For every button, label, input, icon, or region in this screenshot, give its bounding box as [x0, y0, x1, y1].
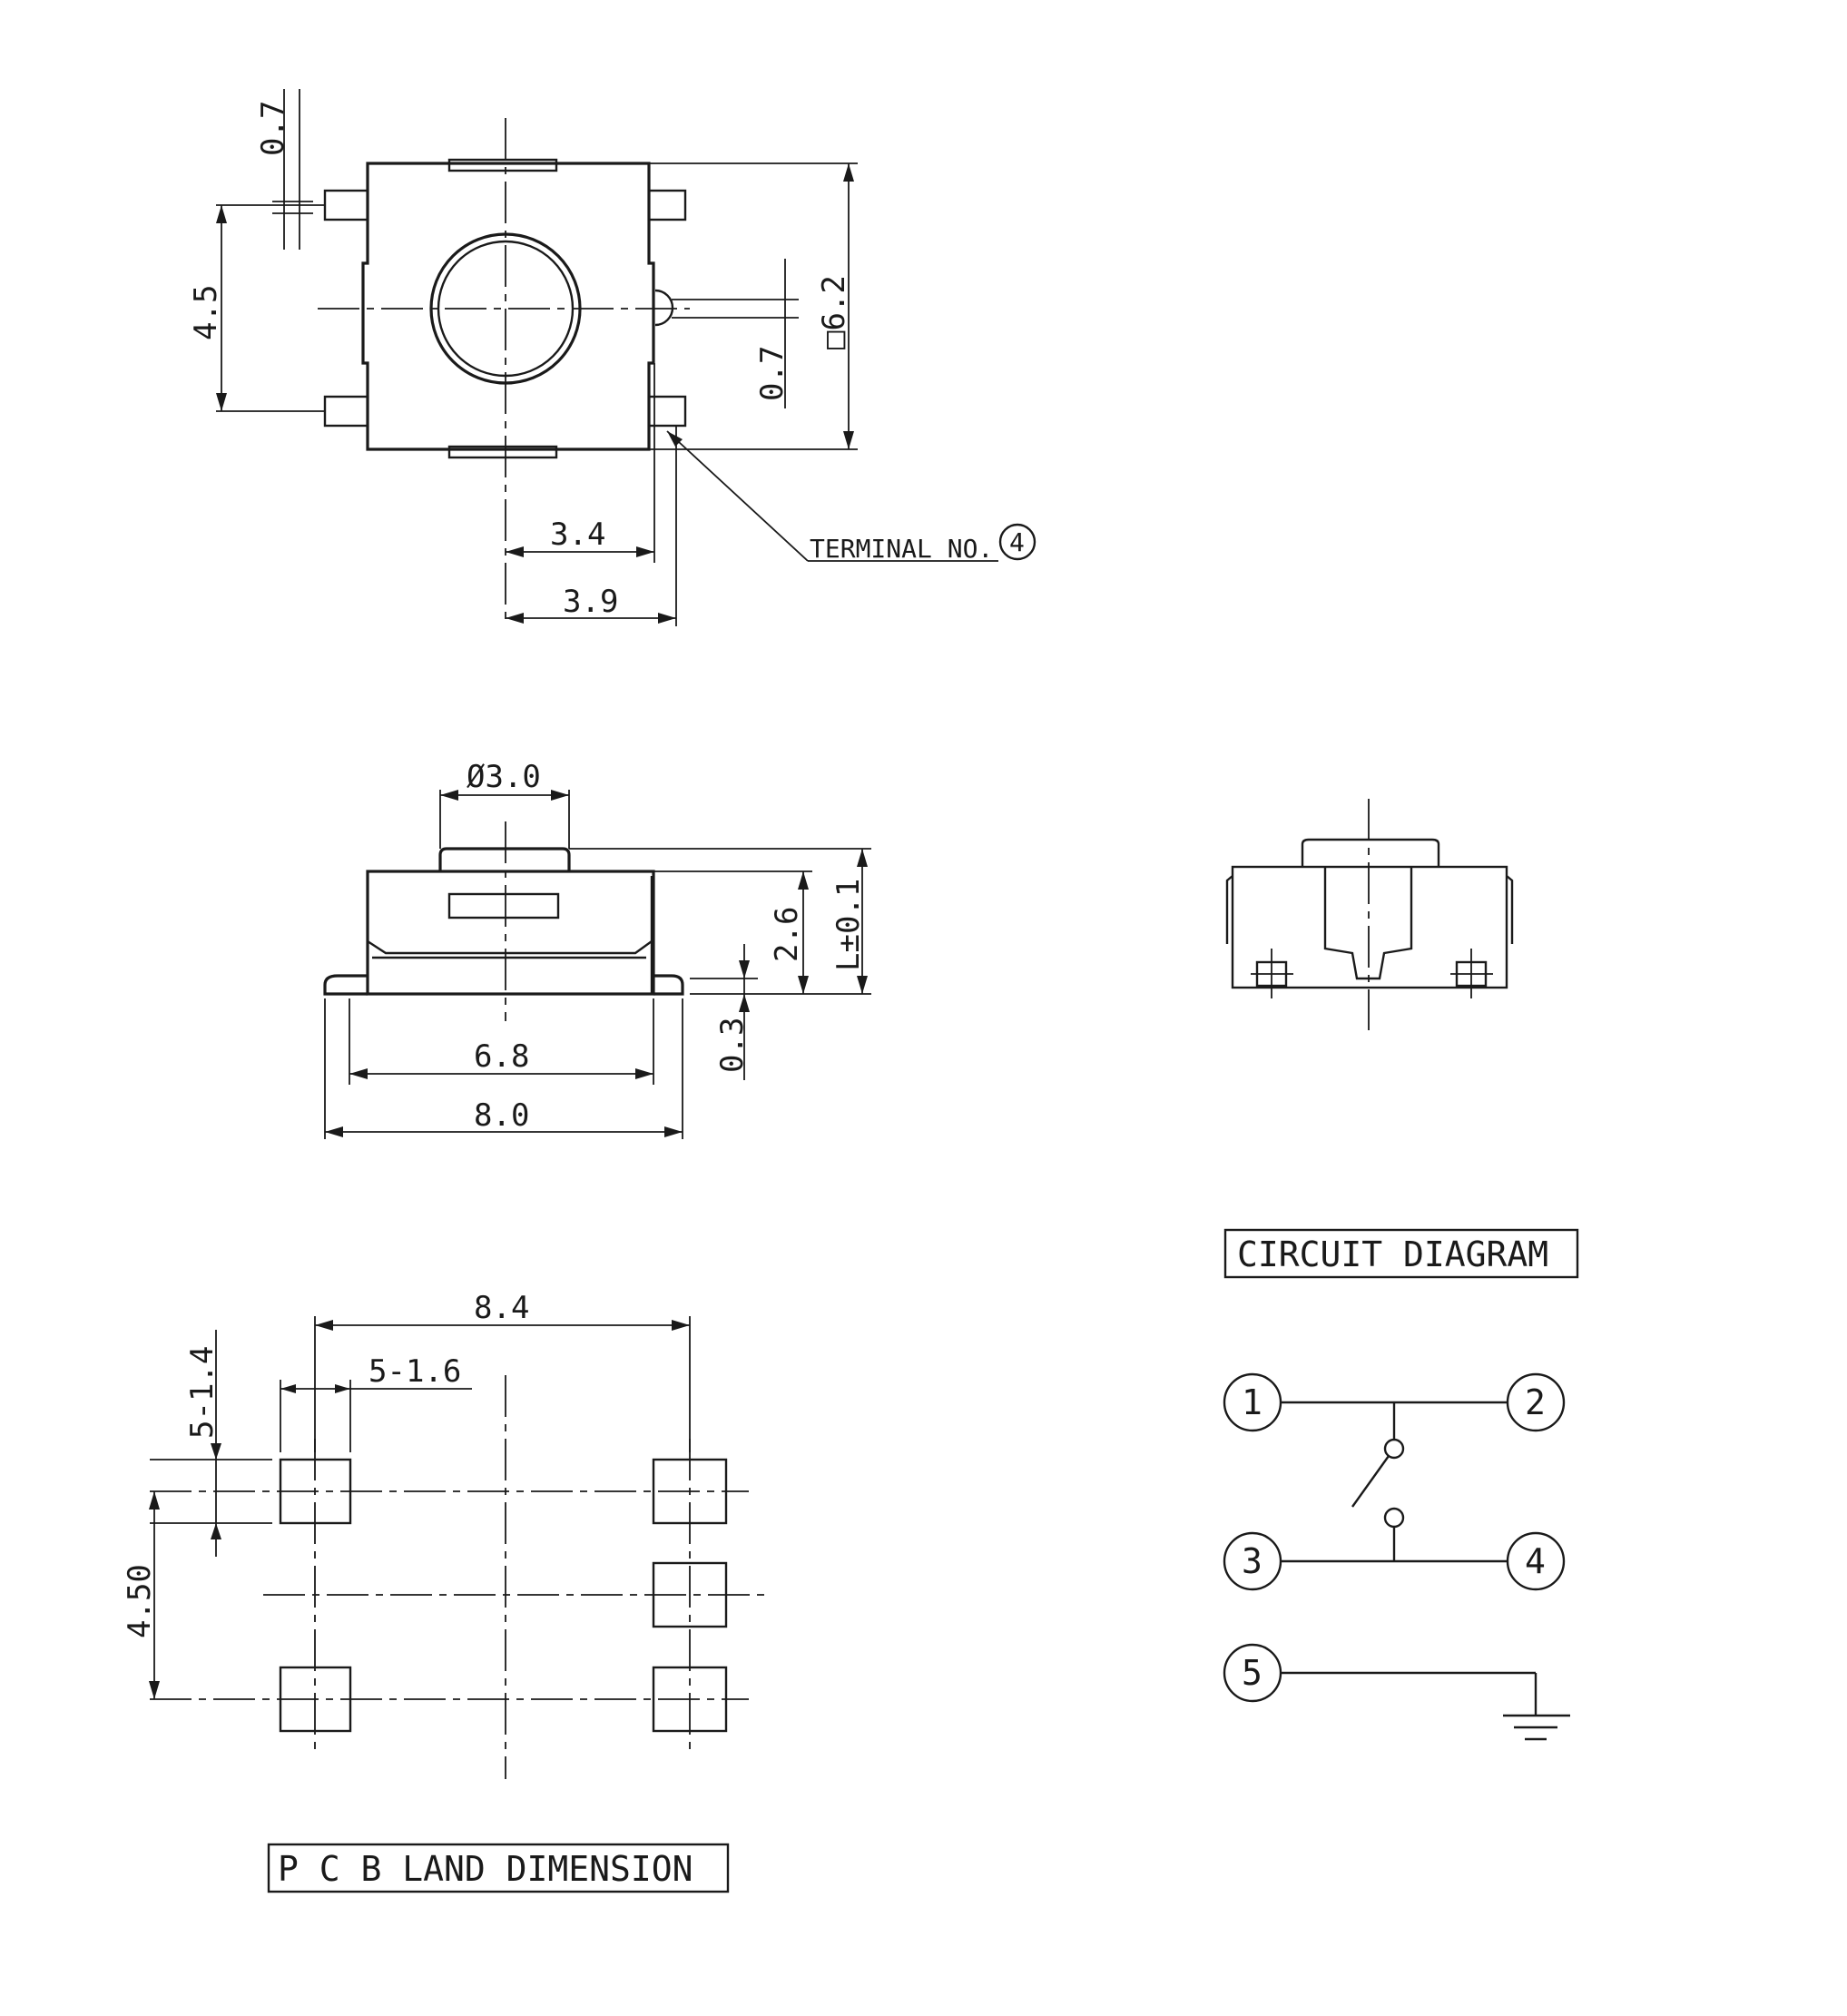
dim-pcb-pad-h-label: 5-1.4: [184, 1346, 221, 1439]
circuit-diagram: CIRCUIT DIAGRAM 1 2 3 4 5: [1223, 1228, 1579, 1741]
dim-top-label: 0.7: [255, 101, 291, 156]
terminal-number-circle: [998, 523, 1036, 561]
terminal-2: [647, 189, 687, 221]
dim-width-8-0: 8.0: [324, 998, 683, 1139]
circuit-title-box: [1223, 1228, 1579, 1279]
section-left-wall: [1225, 875, 1233, 944]
pcb-title: P C B LAND DIMENSION: [278, 1849, 693, 1889]
section-plunger: [1301, 838, 1440, 867]
terminal-1: [323, 189, 369, 221]
circuit-title: CIRCUIT DIAGRAM: [1237, 1234, 1548, 1274]
switch-lever: [1351, 1455, 1390, 1508]
terminal-3: [323, 395, 369, 428]
bottom-lug: [447, 445, 558, 459]
terminal-leader: TERMINAL NO. 4: [666, 430, 1036, 564]
side-body-inner-band: [367, 939, 653, 955]
terminal-number: 4: [1009, 527, 1025, 557]
dim-left-label: 4.5: [188, 285, 224, 340]
side-nub: [654, 289, 674, 327]
section-right-wall: [1506, 875, 1514, 944]
terminal-label-3: 3: [1242, 1541, 1262, 1581]
top-view: 0.7 4.5 □6.2 0.7: [188, 89, 1036, 626]
dim-mid-0-7: 0.7: [672, 259, 799, 408]
side-lead-right: [653, 974, 684, 996]
dim-pcb-8-4: 8.4: [314, 1290, 691, 1452]
dim-bottom-outer-label: 3.9: [563, 584, 618, 620]
dim-pcb-pad-w-label: 5-1.6: [368, 1353, 461, 1390]
dim-bottom-3-9: 3.9: [506, 427, 677, 626]
terminal-label: TERMINAL NO.: [810, 534, 993, 564]
dim-dia-3-0: Ø3.0: [439, 759, 570, 849]
dim-pcb-4-50: 4.50: [122, 1491, 160, 1699]
dim-top-0-7: 0.7: [255, 89, 313, 250]
terminal-label-4: 4: [1525, 1541, 1546, 1581]
dim-pcb-5-1-6: 5-1.6: [280, 1353, 472, 1452]
dim-pcb-5-1-4: 5-1.4: [150, 1330, 272, 1557]
dim-lead-0-3: 0.3: [690, 944, 758, 1080]
terminal-label-2: 2: [1525, 1382, 1546, 1422]
side-body: [366, 870, 655, 996]
dim-left-4-5: 4.5: [188, 204, 325, 412]
pcb-land-view: 8.4 5-1.6 5-1.4 4.50 P C B: [122, 1290, 771, 1893]
dim-height-label: 2.6: [769, 907, 805, 962]
dim-lead-label: 0.3: [714, 1018, 751, 1073]
dim-pcb-pitch-label: 4.50: [122, 1564, 158, 1638]
contact-lower: [1383, 1507, 1405, 1529]
dim-dia-label: Ø3.0: [467, 759, 541, 795]
dim-width-6-8: 6.8: [349, 998, 654, 1085]
dim-pcb-width-label: 8.4: [474, 1290, 529, 1326]
dim-bottom-3-4: 3.4: [506, 363, 655, 563]
dim-inner-width-label: 6.8: [474, 1038, 529, 1075]
dim-bottom-inner-label: 3.4: [550, 516, 605, 553]
section-body: [1231, 865, 1508, 989]
terminal-label-5: 5: [1242, 1653, 1262, 1693]
dim-right-label: □6.2: [816, 275, 852, 349]
dim-outer-width-label: 8.0: [474, 1097, 529, 1134]
terminal-4: [647, 395, 687, 428]
switch-body-outline: [361, 162, 655, 451]
plunger-stem: [447, 892, 560, 919]
contact-upper: [1383, 1438, 1405, 1460]
terminal-label-1: 1: [1242, 1382, 1262, 1422]
internal-section-view: [1225, 799, 1514, 1030]
side-lead-left: [323, 974, 368, 996]
dim-height-2-6: 2.6: [653, 870, 812, 995]
top-lug: [447, 158, 558, 172]
plunger-side: [438, 847, 571, 871]
ground-icon: [1503, 1714, 1570, 1741]
dim-mid-label: 0.7: [754, 346, 791, 401]
side-view: Ø3.0 2.6 L±0.1 0.3: [323, 759, 871, 1139]
dim-right-6-2: □6.2: [649, 162, 858, 450]
dim-total-height: L±0.1: [569, 848, 871, 995]
pcb-title-box: [267, 1843, 730, 1893]
dim-total-label: L±0.1: [830, 879, 867, 971]
